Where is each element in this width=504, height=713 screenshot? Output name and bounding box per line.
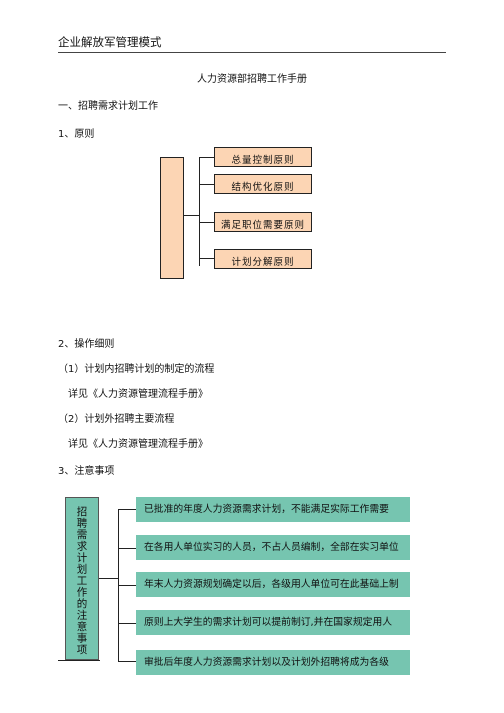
connector-branch — [118, 585, 136, 586]
notes-baseline — [58, 660, 100, 661]
note-box: 年末人力资源规划确定以后，各级用人单位可在此基础上制 — [136, 572, 410, 597]
item-2-reference: 详见《人力资源管理流程手册》 — [68, 439, 208, 450]
subsection-details: 2、操作细则 — [58, 339, 115, 350]
note-box: 原则上大学生的需求计划可以提前制订,并在国家规定用人 — [136, 610, 410, 635]
section-heading-1: 一、招聘需求计划工作 — [58, 101, 158, 112]
header-rule — [58, 52, 446, 53]
note-box: 在各用人单位实习的人员，不占人员编制，全部在实习单位 — [136, 535, 410, 560]
item-2-heading: （2）计划外招聘主要流程 — [58, 414, 175, 425]
notes-main-label: 招聘需求计划工作的注意事项 — [75, 506, 88, 656]
note-box: 已批准的年度人力资源需求计划，不能满足实际工作需要 — [136, 497, 410, 522]
connector-branch — [118, 661, 136, 662]
connector-branch — [199, 222, 214, 223]
connector-branch — [199, 258, 214, 259]
document-title: 人力资源部招聘工作手册 — [197, 74, 307, 85]
principle-box: 结构优化原则 — [214, 174, 312, 194]
connector-vertical — [199, 157, 200, 266]
item-1-reference: 详见《人力资源管理流程手册》 — [68, 389, 208, 400]
subsection-principles: 1、原则 — [58, 129, 95, 140]
connector-branch — [199, 157, 214, 158]
connector-branch — [118, 548, 136, 549]
principle-box: 总量控制原则 — [214, 147, 312, 167]
item-1-heading: （1）计划内招聘计划的制定的流程 — [58, 364, 215, 375]
subsection-notes: 3、注意事项 — [58, 466, 115, 477]
connector-main — [184, 215, 199, 216]
notes-main-box: 招聘需求计划工作的注意事项 — [65, 497, 99, 660]
connector-main — [99, 578, 118, 579]
connector-branch — [118, 623, 136, 624]
connector-branch — [118, 509, 136, 510]
page-header: 企业解放军管理模式 — [58, 35, 162, 49]
principle-box: 计划分解原则 — [214, 249, 312, 269]
note-box: 审批后年度人力资源需求计划以及计划外招聘将成为各级 — [136, 650, 410, 675]
connector-branch — [199, 184, 214, 185]
principles-main-box — [160, 157, 184, 279]
principle-box: 满足职位需要原则 — [214, 212, 312, 232]
